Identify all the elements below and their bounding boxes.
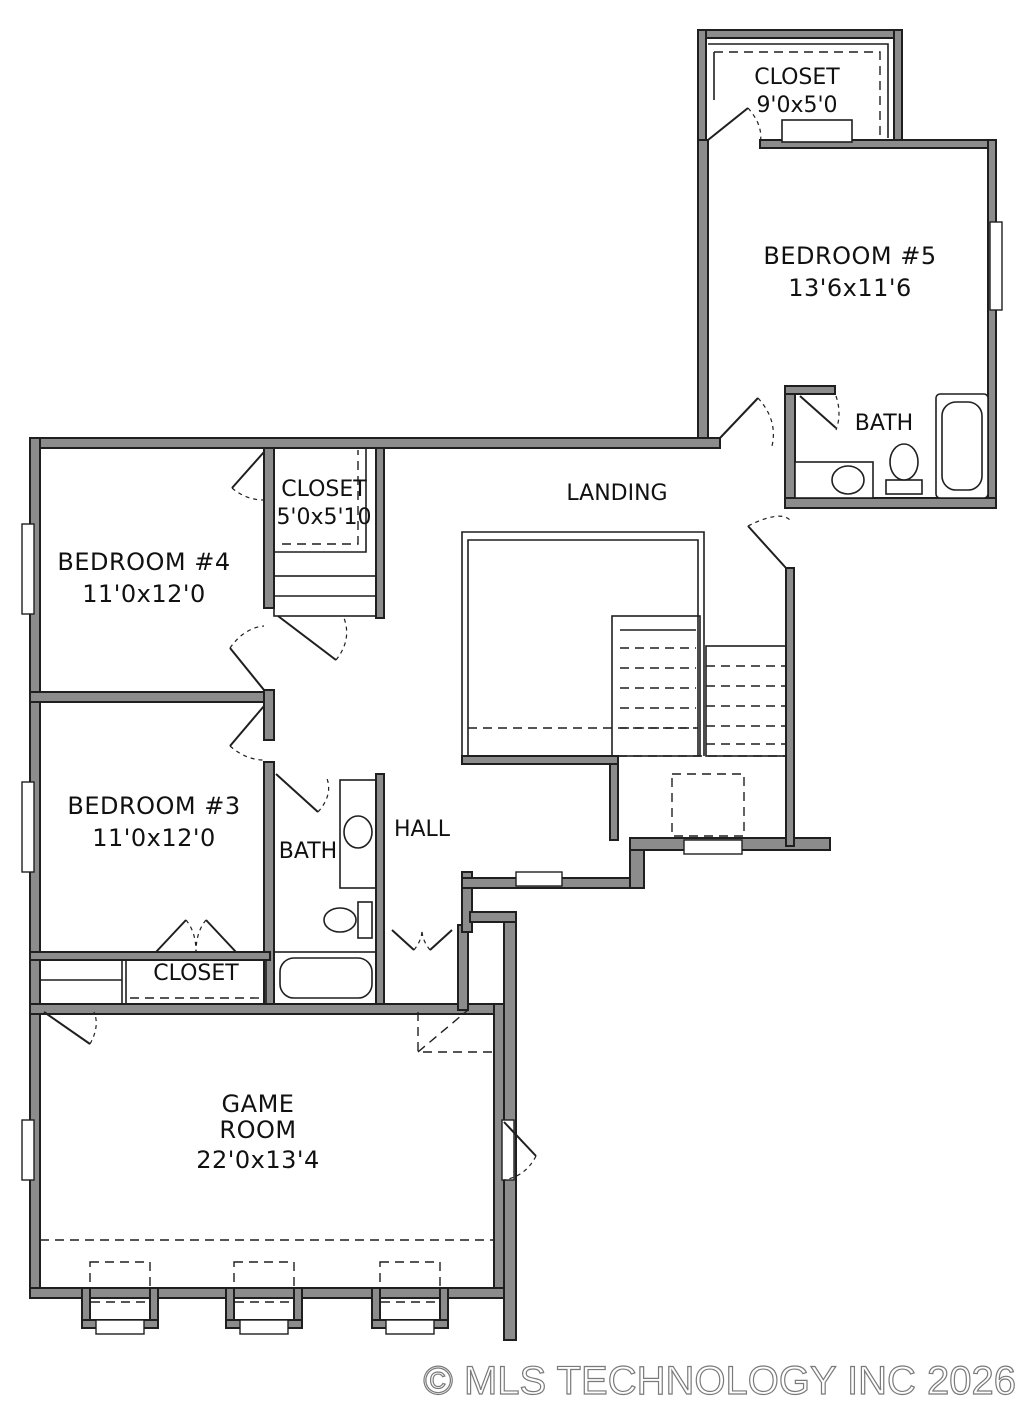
closet-bed5-label: CLOSET [754,65,840,90]
bedroom5-size: 13'6x11'6 [788,274,912,302]
bedroom3-size: 11'0x12'0 [92,824,216,852]
closet-bed5-size: 9'0x5'0 [756,93,837,118]
bedroom4-size: 11'0x12'0 [82,580,206,608]
game-room-label-2: ROOM [219,1116,296,1144]
copyright-watermark: © MLS TECHNOLOGY INC 2026 [423,1359,1016,1403]
room-labels: CLOSET 9'0x5'0 BEDROOM #5 13'6x11'6 BATH… [57,65,936,1174]
closet-bed4-label: CLOSET [281,477,367,502]
hall-label: HALL [394,817,451,842]
game-room-size: 22'0x13'4 [196,1146,320,1174]
game-room-label-1: GAME [222,1090,295,1118]
windows [21,221,1003,1335]
bathtub-hall [279,957,373,999]
closet-bed4-size: 5'0x5'10 [276,505,371,530]
closet-bed3-label: CLOSET [153,961,239,986]
bedroom4-label: BEDROOM #4 [57,548,230,576]
bath-hall-label: BATH [279,839,337,864]
bedroom5-label: BEDROOM #5 [763,242,936,270]
bedroom3-label: BEDROOM #3 [67,792,240,820]
toilet-hall [357,901,373,939]
walls [29,29,997,1341]
doors [43,107,840,1181]
interior-lines [39,43,889,1303]
sink-hall [343,815,373,849]
landing-label: LANDING [566,481,667,506]
bath5-label: BATH [855,411,913,436]
toilet-5 [885,479,923,495]
fixtures [279,393,989,999]
